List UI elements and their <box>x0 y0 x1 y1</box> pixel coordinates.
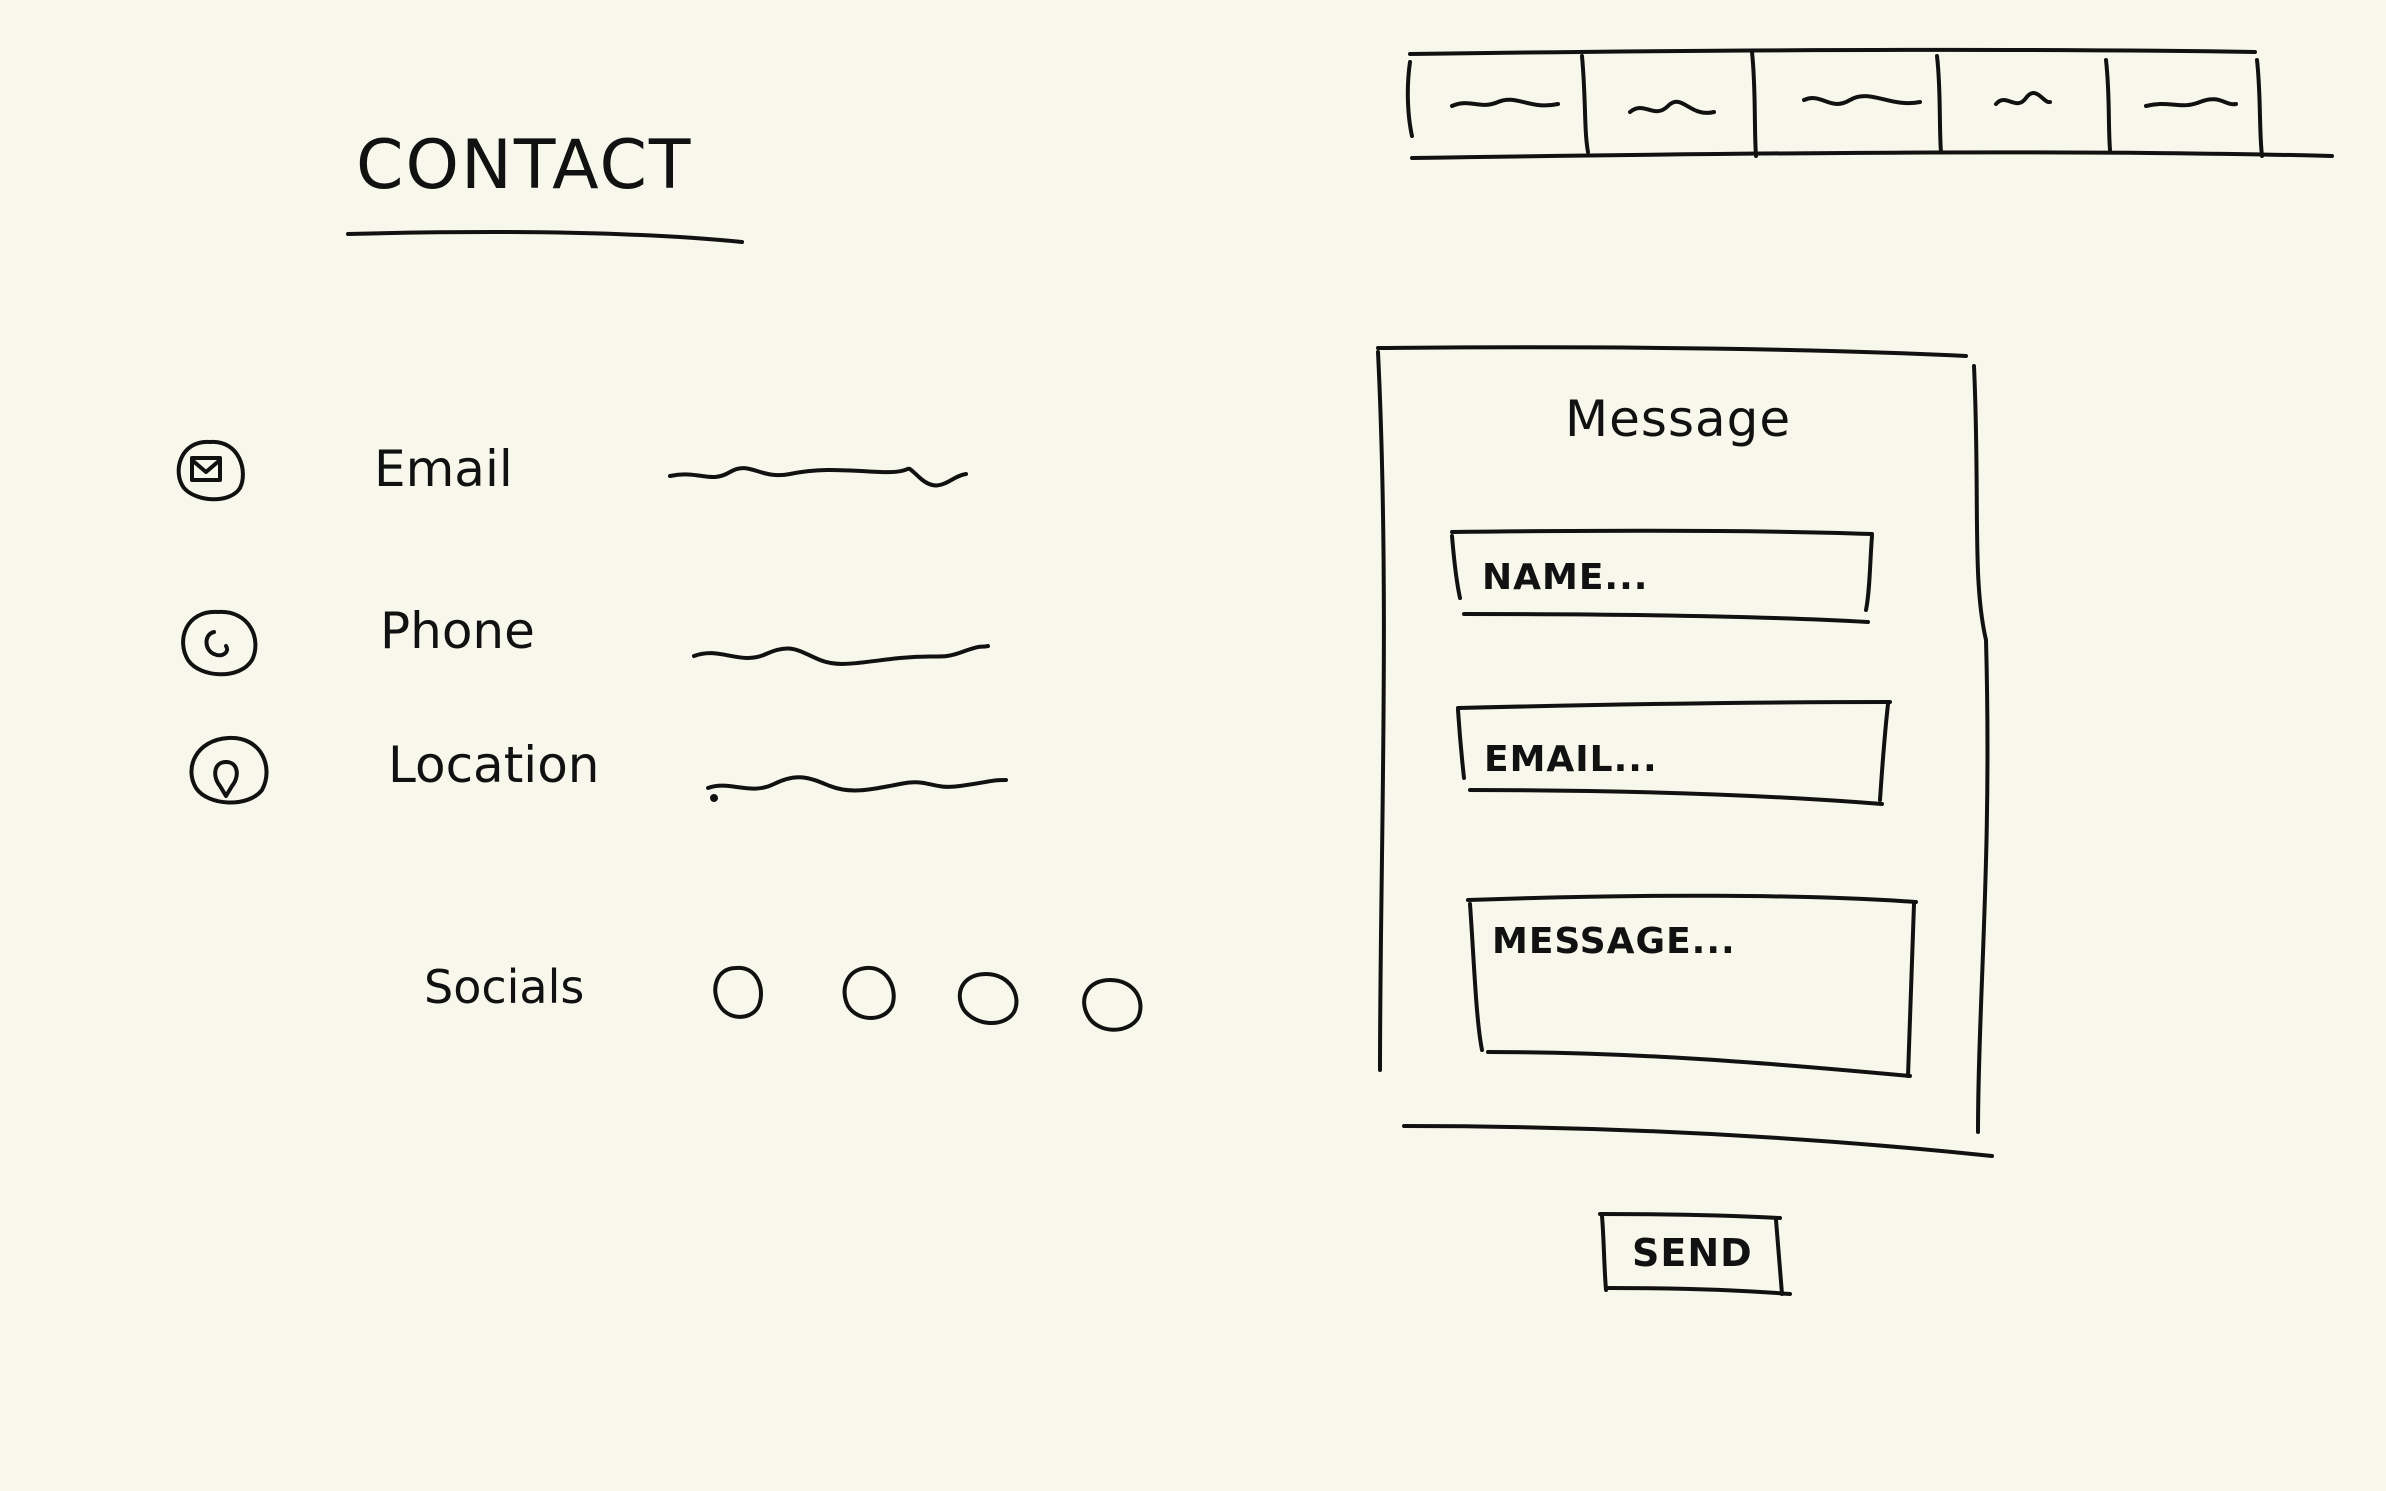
nav-tab-1[interactable] <box>1412 54 1582 154</box>
name-field-placeholder: NAME... <box>1482 557 1649 598</box>
nav-tab-5[interactable] <box>2108 54 2258 154</box>
socials-label: Socials <box>424 960 585 1014</box>
form-heading: Message <box>1565 390 1792 448</box>
email-value-line <box>668 466 968 488</box>
nav-tab-4[interactable] <box>1939 54 2106 154</box>
envelope-icon <box>176 440 248 506</box>
social-circles <box>713 965 1143 1032</box>
title-underline <box>346 230 744 244</box>
nav-tab-2[interactable] <box>1584 54 1752 154</box>
phone-icon <box>182 608 260 680</box>
nav-tab-3[interactable] <box>1754 54 1937 154</box>
location-value-line <box>706 775 1008 793</box>
message-field-placeholder: MESSAGE... <box>1492 921 1736 962</box>
social-icon-4[interactable] <box>1082 976 1144 1038</box>
email-field-placeholder: EMAIL... <box>1484 739 1658 780</box>
contact-item-location-label: Location <box>388 736 600 794</box>
contact-item-phone-label: Phone <box>380 602 535 660</box>
contact-item-email-label: Email <box>374 440 513 498</box>
map-pin-icon <box>190 734 270 810</box>
send-button-label: SEND <box>1632 1231 1753 1275</box>
page-title: CONTACT <box>356 126 693 205</box>
social-icon-2[interactable] <box>840 962 900 1028</box>
phone-value-line <box>692 644 990 666</box>
location-value-dot <box>710 794 718 802</box>
social-icon-1[interactable] <box>712 962 768 1028</box>
social-icon-3[interactable] <box>956 970 1020 1032</box>
